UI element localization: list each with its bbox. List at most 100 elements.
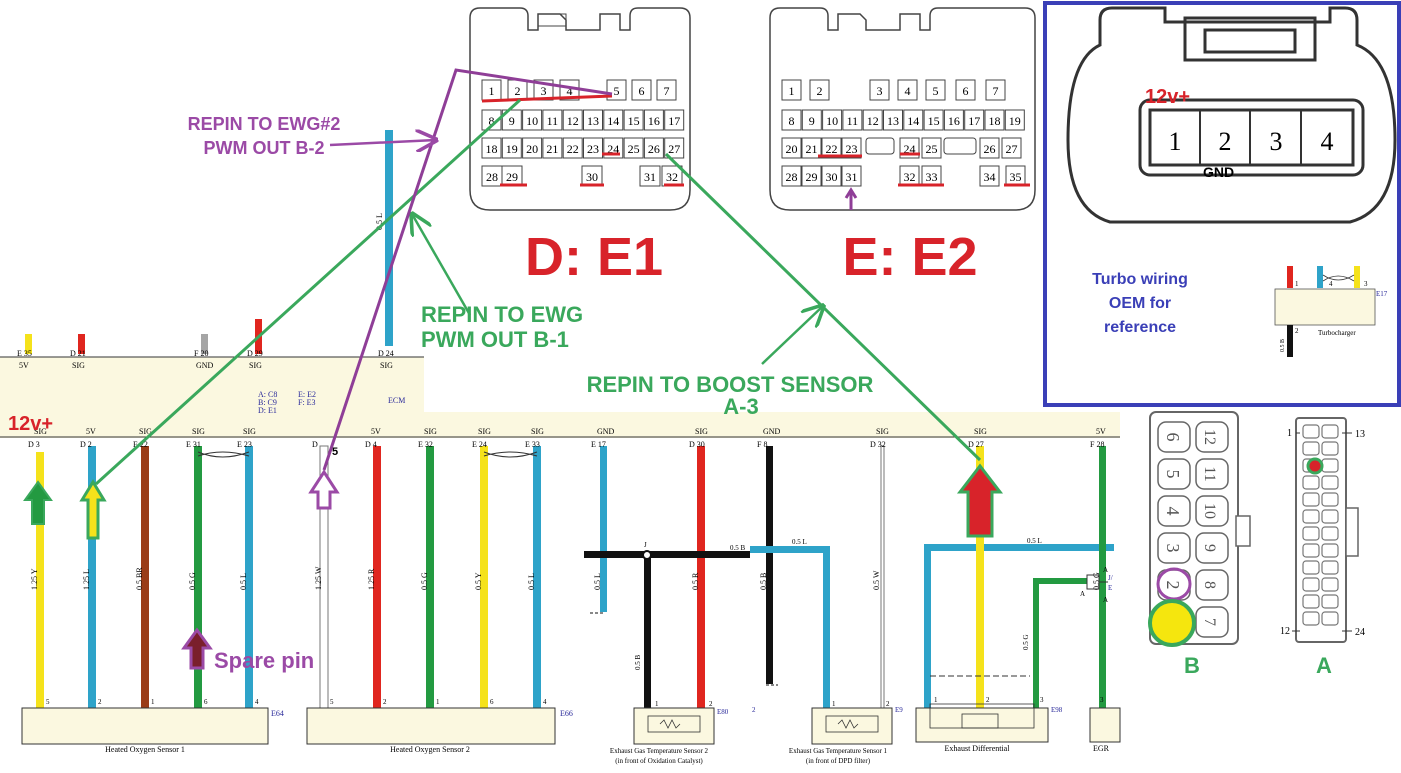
pin-cell <box>781 137 802 159</box>
wire-sig: SIG <box>876 427 889 436</box>
svg-text:0.5 G: 0.5 G <box>1022 634 1030 650</box>
svg-text:2: 2 <box>752 706 756 714</box>
connector-b: 654321121110987 B <box>1148 411 1251 678</box>
legend-b: B: C9 <box>258 398 277 407</box>
wire-sig: 5V <box>1096 427 1106 436</box>
pin-cell <box>781 79 802 101</box>
pin-cell <box>985 79 1006 101</box>
pin-number: 9 <box>809 114 815 128</box>
wire-sig: SIG <box>139 427 152 436</box>
svg-text:13: 13 <box>1355 429 1365 440</box>
svg-text:J: J <box>644 541 647 549</box>
pin-number: 21 <box>546 142 558 156</box>
pin-cell <box>623 137 644 159</box>
conn-b-pin: 11 <box>1201 466 1218 481</box>
ref-pin-3: 3 <box>1270 127 1283 156</box>
conn-b-pin: 3 <box>1163 544 1183 553</box>
svg-text:Exhaust Gas Temperature Sensor: Exhaust Gas Temperature Sensor 1 <box>789 747 888 755</box>
conn-b-pin: 12 <box>1201 429 1218 445</box>
ecm-top-pin: F 20 <box>194 349 208 358</box>
svg-text:1: 1 <box>655 700 659 708</box>
pin-cell <box>809 79 830 101</box>
svg-text:E9: E9 <box>895 706 903 714</box>
arrow-d2-icon <box>79 479 107 540</box>
wire-end-pin: 1 <box>151 698 155 706</box>
pin-number: 7 <box>993 84 999 98</box>
pin-cell <box>964 109 985 131</box>
pin-cell <box>841 165 862 187</box>
turbo-box <box>1274 288 1376 326</box>
repin-boost-pointer <box>761 306 823 365</box>
wire-sig: SIG <box>531 427 544 436</box>
ref-pin-4: 4 <box>1321 127 1334 156</box>
pin-number: 31 <box>846 170 858 184</box>
reference-plug-shell <box>1066 6 1397 224</box>
pin-number: 7 <box>664 84 670 98</box>
reference-box: 1 2 3 4 12v+ GND Turbo wiring OEM for re… <box>1043 1 1401 407</box>
pin-number: 31 <box>644 170 656 184</box>
pin-number: 4 <box>567 84 573 98</box>
ecm-top-pin: E 35 <box>17 349 32 358</box>
pin-number: 23 <box>587 142 599 156</box>
conn-a-pin-cell <box>1302 526 1320 541</box>
pin-number: 23 <box>846 142 858 156</box>
wire-pin: D 30 <box>689 440 705 449</box>
pin-cell <box>1001 137 1022 159</box>
pin-number: 9 <box>509 114 515 128</box>
pin-number: 10 <box>826 114 838 128</box>
pin-number: 6 <box>963 84 969 98</box>
pin-number: 11 <box>847 114 859 128</box>
wire-stub-e35 <box>25 334 32 354</box>
wire-spec: 0.5 Y <box>474 572 483 590</box>
pin-cell <box>822 109 843 131</box>
pin-number: 30 <box>826 170 838 184</box>
wire-sig: GND <box>763 427 781 436</box>
ecm-top-sig: 5V <box>19 361 29 370</box>
sensor1-code: E64 <box>271 709 284 718</box>
pin-cell <box>821 137 842 159</box>
repin-ewg1-line <box>94 98 522 486</box>
wire-spec: 0.5 G <box>1092 572 1101 590</box>
pin-cell <box>542 109 563 131</box>
pin-number: 19 <box>506 142 518 156</box>
wire-spec: 0.5 L <box>593 573 602 590</box>
repin-ewg1-pointer <box>412 214 472 316</box>
arrow-12v-icon <box>23 480 53 525</box>
pin-e31-marker-icon <box>844 187 858 210</box>
pin-number: 10 <box>526 114 538 128</box>
svg-text:2: 2 <box>1295 327 1299 335</box>
svg-text:3: 3 <box>1040 696 1044 704</box>
pin-number: 15 <box>928 114 940 128</box>
wire-pin: D 3 <box>28 440 40 449</box>
ecm-top-sig: GND <box>196 361 214 370</box>
pin-number: 32 <box>904 170 916 184</box>
pin-number: 25 <box>926 142 938 156</box>
pin-number: 27 <box>668 142 680 156</box>
conn-a-pin-cell <box>1321 475 1339 490</box>
svg-text:1: 1 <box>1295 280 1299 288</box>
wire-d24-spec: 0.5 L <box>375 213 384 230</box>
wire-sig: SIG <box>424 427 437 436</box>
conn-a-pin-cell <box>1302 594 1320 609</box>
pin-cell <box>481 137 502 159</box>
svg-text:3: 3 <box>1100 696 1104 704</box>
wire-end-pin: 2 <box>383 698 387 706</box>
pin-number: 20 <box>786 142 798 156</box>
ecm-top-pin: D 24 <box>378 349 394 358</box>
pin-cell <box>656 79 677 101</box>
svg-text:E: E <box>1108 584 1112 592</box>
svg-text:J/: J/ <box>1108 574 1113 582</box>
wire-sig: SIG <box>478 427 491 436</box>
wire-spec: 0.5 G <box>188 572 197 590</box>
pin-number: 2 <box>817 84 823 98</box>
pin-cell <box>623 109 644 131</box>
conn-a-pin-cell <box>1321 441 1339 456</box>
pin-number: 18 <box>486 142 498 156</box>
conn-b-pin: 6 <box>1163 433 1183 442</box>
